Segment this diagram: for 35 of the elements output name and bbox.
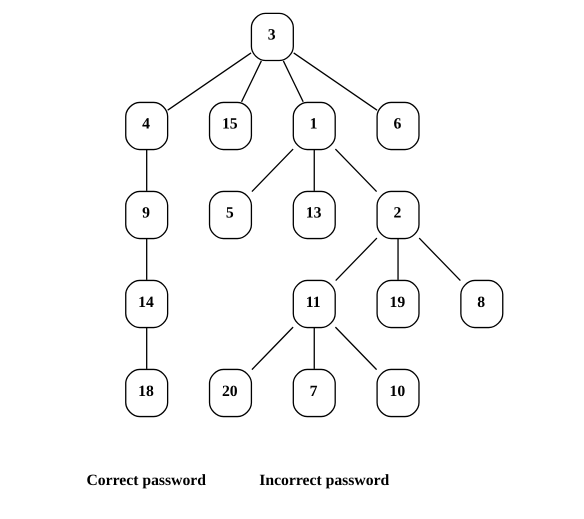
connector [334,148,378,192]
connector [293,52,378,111]
connector [146,328,148,369]
node-box: 7 [292,368,336,418]
node-box: 5 [208,190,252,240]
node-box: 4 [125,102,168,150]
connector [240,60,262,102]
node-box: 3 [250,12,294,62]
node-box: 10 [376,368,420,418]
connector [314,328,315,369]
node-box: 20 [208,368,252,418]
node-box: 2 [376,190,420,240]
connector [314,150,315,191]
node-box: 1 [292,102,336,150]
connector [146,239,148,280]
label: Incorrect password [259,472,390,489]
connector [167,52,252,111]
node-box: 14 [125,280,168,328]
connector [146,150,148,191]
connector [397,239,399,280]
node-box: 8 [460,280,504,328]
connector [251,148,294,192]
connector [418,238,461,282]
node-box: 15 [208,102,252,150]
node-box: 13 [292,190,336,240]
connector [282,60,304,102]
connector [334,326,378,370]
node-box: 18 [125,368,168,418]
connector [335,238,378,282]
connector [251,326,294,370]
label: Correct password [86,472,206,489]
node-box: 6 [376,102,420,150]
node-box: 9 [125,190,168,240]
node-box: 11 [292,280,336,328]
node-box: 19 [376,280,420,328]
